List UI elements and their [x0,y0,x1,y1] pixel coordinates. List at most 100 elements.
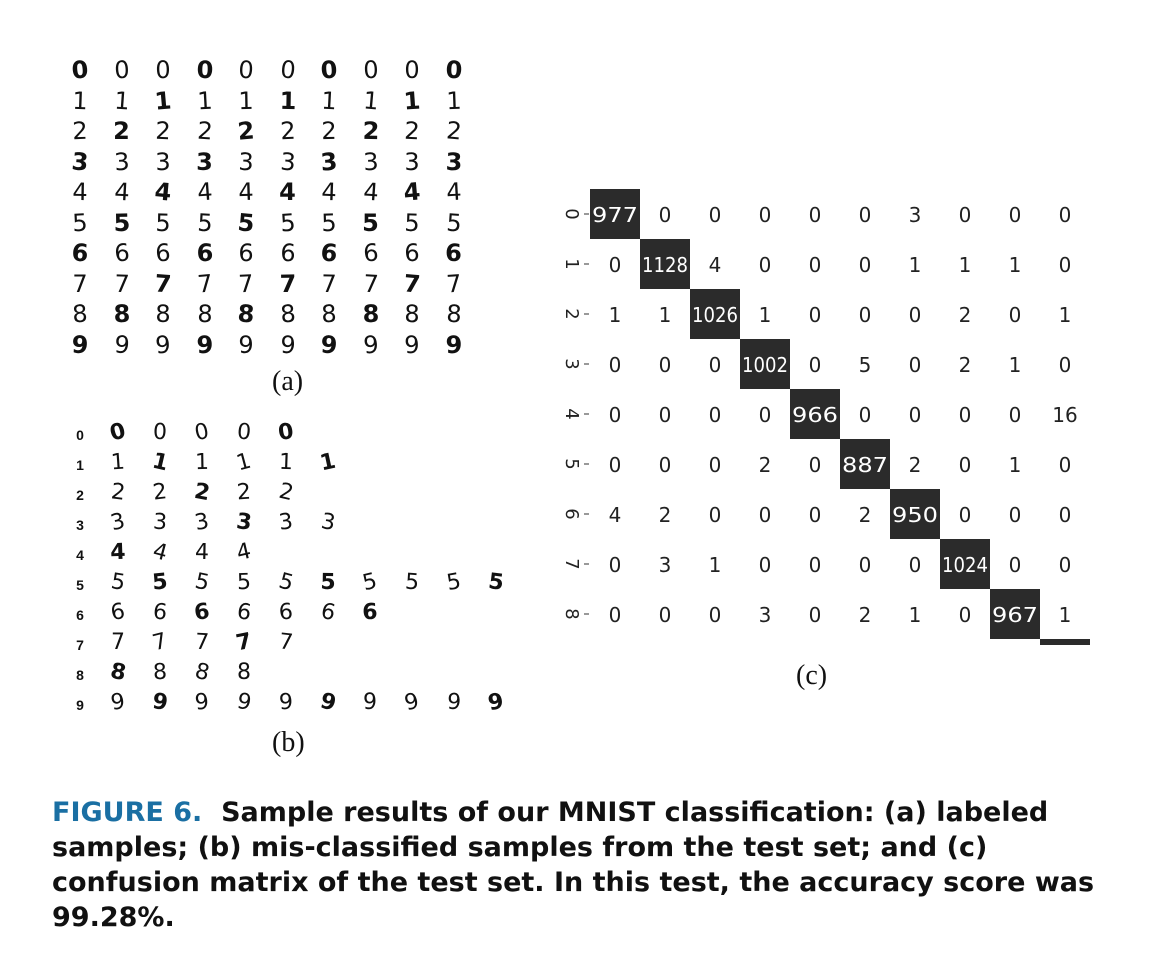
misclassified-sample: 4 [194,539,210,566]
confusion-cell [790,589,840,639]
confusion-cell-value: 0 [1009,403,1022,427]
y-tick-label: 8 [561,608,582,619]
confusion-cell [890,489,940,539]
misclassified-sample: 6 [361,599,379,626]
misclassified-sample: 3 [234,509,254,536]
labeled-sample: 0 [444,55,463,85]
confusion-cell [590,389,640,439]
labeled-sample: 2 [321,116,337,146]
confusion-cell-value: 966 [792,403,838,427]
confusion-cell-value: 2 [659,503,672,527]
confusion-cell [940,439,990,489]
confusion-cell [740,589,790,639]
confusion-cell [990,239,1040,289]
confusion-cell [690,439,740,489]
labeled-sample: 4 [445,177,462,207]
misclassified-sample: 1 [317,448,338,477]
confusion-cell-value: 0 [659,403,672,427]
confusion-cell [640,439,690,489]
misclassified-sample: 5 [109,569,127,596]
labeled-sample: 3 [362,147,379,176]
misclassified-sample: 9 [150,689,170,716]
labeled-sample: 5 [71,208,89,237]
labeled-sample: 1 [402,85,422,116]
confusion-cell-value: 0 [609,553,622,577]
confusion-cell-value: 0 [1059,503,1072,527]
misclassified-sample: 8 [192,658,212,687]
confusion-cell [740,189,790,239]
labeled-sample: 8 [112,299,131,329]
labeled-sample: 6 [238,238,254,268]
confusion-cell-value: 0 [959,503,972,527]
misclassified-sample: 5 [360,568,380,597]
labeled-sample: 8 [320,299,338,329]
confusion-cell [790,639,840,645]
confusion-cell-value: 0 [809,253,822,277]
misclassified-sample: 3 [319,508,338,537]
confusion-cell [740,339,790,389]
labeled-sample: 5 [320,208,338,237]
misclassified-sample: 9 [278,689,294,716]
labeled-sample: 0 [195,55,214,85]
labeled-sample: 1 [361,85,380,116]
confusion-cell [640,289,690,339]
confusion-cell [640,239,690,289]
confusion-cell-value: 1 [1059,303,1072,327]
labeled-sample: 6 [279,238,296,268]
confusion-cell-value: 0 [1059,453,1072,477]
labeled-sample: 0 [319,55,339,85]
confusion-cell-value: 0 [759,403,772,427]
labeled-sample: 3 [70,146,90,177]
confusion-cell-value: 0 [959,203,972,227]
confusion-cell [640,489,690,539]
misclassified-sample: 4 [109,539,127,566]
misclassified-sample: 2 [276,478,296,507]
labeled-sample: 9 [444,330,463,359]
confusion-cell-value: 3 [659,553,672,577]
confusion-cell [740,239,790,289]
misclassified-sample: 5 [404,569,420,596]
misclassified-sample: 6 [151,599,169,626]
misclassified-row-label: 3 [76,517,84,533]
confusion-cell [1040,239,1090,289]
confusion-cell-value: 977 [592,203,638,227]
labeled-sample: 2 [403,116,421,146]
confusion-cell-value: 0 [609,403,622,427]
confusion-cell [890,189,940,239]
confusion-cell-value: 2 [959,303,972,327]
confusion-cell [640,189,690,239]
confusion-cell [690,539,740,589]
labeled-sample: 0 [278,55,297,85]
misclassified-sample: 1 [110,449,126,476]
confusion-cell [990,589,1040,639]
confusion-cell-value: 0 [609,453,622,477]
misclassified-sample: 5 [151,569,169,596]
confusion-cell-value: 0 [859,303,872,327]
labeled-sample: 6 [154,238,172,268]
labeled-sample: 3 [154,147,172,176]
misclassified-sample: 6 [192,599,212,626]
figure-number: FIGURE 6. [52,797,203,828]
confusion-cell [590,189,640,239]
misclassified-sample: 5 [320,569,336,596]
labeled-sample: 1 [320,86,338,115]
labeled-sample: 1 [112,86,131,115]
misclassified-sample: 9 [193,689,211,716]
confusion-cell [790,489,840,539]
misclassified-row-label: 2 [76,487,84,503]
confusion-cell-value: 0 [909,403,922,427]
misclassified-sample: 7 [277,629,295,656]
y-tick-label: 7 [561,558,582,569]
misclassified-sample: 6 [318,598,338,627]
confusion-cell [640,639,690,645]
caption-text: Sample results of our MNIST classificati… [52,797,1095,933]
confusion-cell [840,539,890,589]
confusion-cell-value: 3 [759,603,772,627]
labeled-sample: 2 [71,116,89,146]
confusion-cell [590,439,640,489]
confusion-cell-value: 0 [1059,553,1072,577]
misclassified-sample: 5 [444,568,463,597]
confusion-cell [1040,539,1090,589]
